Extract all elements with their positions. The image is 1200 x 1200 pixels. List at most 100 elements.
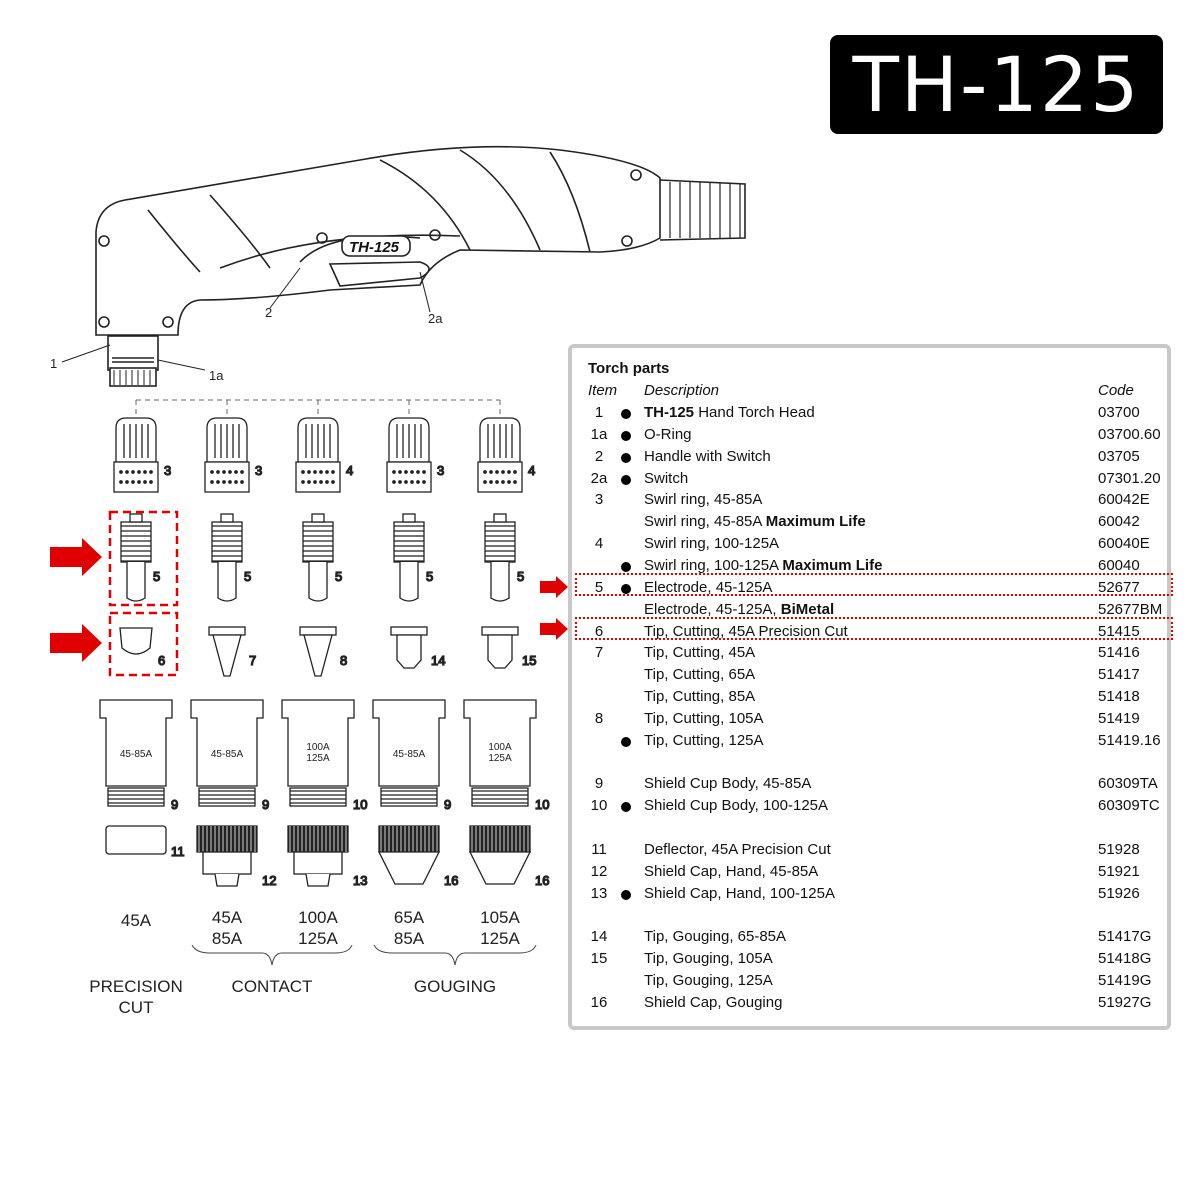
row-description: Handle with Switch — [644, 446, 771, 468]
row-description-text: Switch — [644, 469, 689, 487]
group-label-precision-1: PRECISION — [89, 977, 183, 996]
tip — [481, 626, 519, 669]
row-description-text: O-Ring — [644, 425, 692, 443]
cup-number: 9 — [444, 797, 451, 812]
cap-number: 12 — [262, 873, 276, 888]
row-code: 51417G — [1098, 928, 1152, 946]
row-description-text: Tip, Cutting, 125A — [644, 731, 764, 749]
arrow-tip-icon — [50, 624, 102, 662]
row-item: 5 — [594, 578, 604, 596]
shield-cup-body — [372, 699, 446, 807]
shield-cap — [287, 825, 349, 887]
cap-number: 13 — [353, 873, 367, 888]
component-columns: 35645-85A91145A35745-85A91245A85A458100A… — [99, 399, 550, 948]
cup-label: 125A — [488, 753, 512, 764]
row-code: 03705 — [1098, 447, 1140, 465]
row-item: 13 — [590, 884, 608, 902]
tip-number: 15 — [522, 653, 536, 668]
electrode-number: 5 — [517, 569, 524, 584]
row-code: 60309TA — [1098, 775, 1158, 793]
electrode-number: 5 — [153, 569, 160, 584]
row-item: 10 — [590, 797, 608, 815]
row-description-text: Deflector, 45A Precision Cut — [644, 841, 831, 858]
cup-number: 10 — [353, 797, 367, 812]
row-description: Shield Cap, Hand, 100-125A — [644, 883, 835, 905]
row-description-text: Shield Cup Body, 100-125A — [644, 797, 829, 815]
row-description-text: Electrode, 45-125A, — [644, 600, 781, 618]
row-description-text: Tip, Cutting, 45A — [644, 644, 756, 662]
bullet-icon — [621, 889, 631, 900]
row-code: 60309TC — [1098, 797, 1160, 815]
bullet-icon — [621, 561, 631, 572]
bullet-icon — [621, 802, 631, 813]
tip — [119, 627, 153, 655]
row-item: 6 — [594, 622, 604, 640]
row-description-bold: Maximum Life — [782, 556, 883, 574]
bullet-icon — [621, 430, 631, 441]
row-description: Swirl ring, 45-85A Maximum Life — [644, 511, 866, 533]
header-item: Item — [588, 382, 618, 399]
table-row: 2 Handle with Switch 03705 — [572, 446, 1167, 468]
bullet-icon — [621, 474, 631, 485]
row-description-text: Shield Cap, Gouging — [644, 993, 783, 1011]
table-row — [572, 752, 1167, 774]
row-description-text: Swirl ring, 100-125A — [644, 556, 783, 574]
group-label-gouging: GOUGING — [414, 977, 496, 996]
row-description: Tip, Cutting, 105A — [644, 708, 764, 730]
amp-rating-1: 45A — [212, 908, 243, 927]
row-description-text: Shield Cap, Hand, 100-125A — [644, 884, 835, 902]
row-description-bold: TH-125 — [644, 404, 695, 421]
row-code: 51417 — [1098, 666, 1140, 684]
row-description-text: Tip, Cutting, 85A — [644, 688, 756, 706]
row-code: 07301.20 — [1098, 469, 1161, 487]
row-item: 4 — [594, 535, 604, 553]
arrow-row5-icon — [540, 576, 568, 598]
row-description-text: Handle with Switch — [644, 447, 771, 465]
header-code: Code — [1098, 382, 1134, 399]
row-description-bold: BiMetal — [780, 600, 835, 618]
row-description: Tip, Gouging, 125A — [644, 970, 773, 992]
row-6-highlight — [575, 617, 1173, 640]
row-description: Tip, Cutting, 45A Precision Cut — [644, 621, 848, 643]
row-code: 51416 — [1098, 644, 1140, 662]
swirl-ring-number: 4 — [528, 463, 535, 478]
row-description: Electrode, 45-125A, BiMetal — [644, 599, 834, 621]
row-description-text: Tip, Gouging, 105A — [644, 950, 773, 968]
amp-rating-1: 65A — [394, 908, 425, 927]
bullet-icon — [621, 452, 631, 463]
row-description: Tip, Cutting, 85A — [644, 686, 755, 708]
row-item: 2 — [594, 447, 604, 465]
row-description: Swirl ring, 100-125A — [644, 533, 779, 555]
row-code: 51926 — [1098, 884, 1140, 902]
row-code: 51928 — [1098, 841, 1140, 858]
callout-1: 1 — [50, 356, 57, 371]
row-code: 51927G — [1098, 993, 1152, 1011]
swirl-ring — [295, 417, 341, 493]
row-item: 15 — [590, 950, 608, 968]
header-description: Description — [644, 382, 720, 399]
table-row — [572, 905, 1167, 927]
swirl-ring-number: 3 — [255, 463, 262, 478]
cap-number: 11 — [171, 844, 185, 859]
callout-1a: 1a — [209, 368, 224, 383]
bullet-icon — [621, 409, 631, 419]
row-description-text: Shield Cup Body, 45-85A — [644, 775, 812, 793]
group-label-precision-2: CUT — [119, 998, 154, 1017]
swirl-ring-number: 3 — [164, 463, 171, 478]
electrode — [302, 513, 334, 602]
row-description: Tip, Cutting, 125A — [644, 730, 764, 752]
row-item: 3 — [594, 491, 604, 509]
